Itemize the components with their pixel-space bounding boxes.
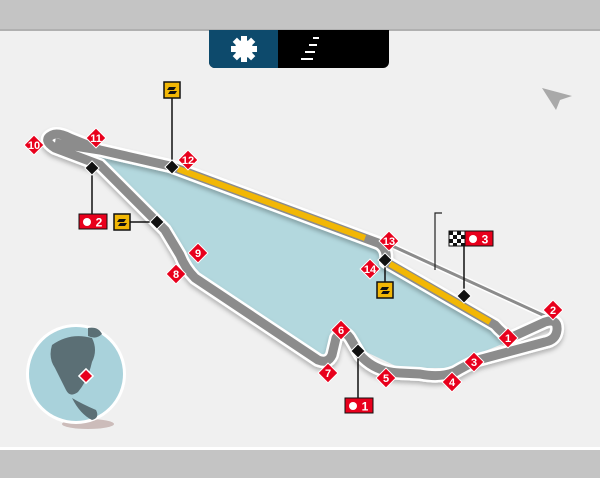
- corner-number: 12: [182, 155, 194, 167]
- corner-diamond: [177, 149, 199, 171]
- corner-number: 6: [338, 325, 344, 337]
- stopwatch-icon: [469, 235, 477, 243]
- pit-lane: [387, 242, 546, 318]
- location-marker-icon: [77, 367, 95, 385]
- elevation-steps-icon: [301, 37, 319, 60]
- lake: [62, 146, 545, 368]
- corner-number: 13: [383, 236, 395, 248]
- corner-diamond: [441, 371, 463, 393]
- corner-marker-14[interactable]: 14: [359, 258, 381, 280]
- corner-number: 2: [550, 305, 556, 317]
- corner-marker-12[interactable]: 12: [177, 149, 199, 171]
- corner-diamond: [359, 258, 381, 280]
- gear-icon: [230, 36, 257, 62]
- svg-text:1: 1: [362, 400, 369, 414]
- corner-number: 14: [364, 264, 377, 276]
- corner-marker-5[interactable]: 5: [375, 367, 397, 389]
- sector-2-marker: [84, 160, 100, 176]
- svg-text:2: 2: [96, 216, 103, 230]
- checkered-flag-icon: [448, 230, 466, 247]
- corner-marker-9[interactable]: 9: [187, 242, 209, 264]
- corner-number: 11: [90, 133, 102, 145]
- sector-1-label[interactable]: 1: [344, 397, 374, 414]
- corner-marker-3[interactable]: 3: [463, 351, 485, 373]
- corner-diamond: [378, 230, 400, 252]
- bottom-bar: [0, 447, 600, 478]
- drs-zone-2: [388, 261, 492, 325]
- corner-number: 8: [173, 269, 179, 281]
- corner-marker-11[interactable]: 11: [85, 127, 107, 149]
- corner-diamond: [85, 127, 107, 149]
- corner-marker-4[interactable]: 4: [441, 371, 463, 393]
- corner-number: 1: [505, 333, 511, 345]
- corner-marker-8[interactable]: 8: [165, 263, 187, 285]
- detection-point-marker: [164, 159, 180, 175]
- corner-number: 3: [471, 357, 477, 369]
- corner-number: 7: [325, 368, 331, 380]
- corner-diamond: [317, 362, 339, 384]
- corner-diamond: [23, 134, 45, 156]
- corner-marker-2[interactable]: 2: [542, 299, 564, 321]
- finish-line-marker: [456, 288, 472, 304]
- stopwatch-icon: [349, 402, 357, 410]
- corner-diamond: [542, 299, 564, 321]
- location-globe: [26, 324, 126, 429]
- corner-diamond: [375, 367, 397, 389]
- corner-number: 4: [449, 377, 456, 389]
- view-tabs: [209, 30, 389, 68]
- corner-number: 5: [383, 373, 389, 385]
- svg-text:3: 3: [482, 233, 489, 247]
- detection-point-marker: [377, 252, 393, 268]
- corner-diamond: [497, 327, 519, 349]
- corner-marker-7[interactable]: 7: [317, 362, 339, 384]
- detection-point-marker: [149, 214, 165, 230]
- corner-marker-10[interactable]: 10: [23, 134, 45, 156]
- corner-number: 9: [195, 248, 201, 260]
- tab-elevation[interactable]: [278, 30, 338, 68]
- corner-diamond: [165, 263, 187, 285]
- drs-zone-1: [176, 166, 367, 241]
- tab-settings[interactable]: [209, 30, 278, 68]
- corner-diamond: [187, 242, 209, 264]
- sector-2-label[interactable]: 2: [78, 213, 108, 230]
- corner-marker-1[interactable]: 1: [497, 327, 519, 349]
- pit-entry-line: [434, 212, 442, 270]
- compass-arrow-icon: [542, 88, 572, 110]
- sector-1-marker: [350, 343, 366, 359]
- stopwatch-icon: [83, 218, 91, 226]
- corner-number: 10: [28, 140, 40, 152]
- drs-icon[interactable]: [376, 281, 394, 299]
- corner-diamond: [330, 319, 352, 341]
- corner-marker-6[interactable]: 6: [330, 319, 352, 341]
- drs-icon[interactable]: [163, 81, 181, 99]
- corner-diamond: [463, 351, 485, 373]
- drs-icon[interactable]: [113, 213, 131, 231]
- sector-3-finish-label[interactable]: 3: [448, 230, 494, 247]
- corner-marker-13[interactable]: 13: [378, 230, 400, 252]
